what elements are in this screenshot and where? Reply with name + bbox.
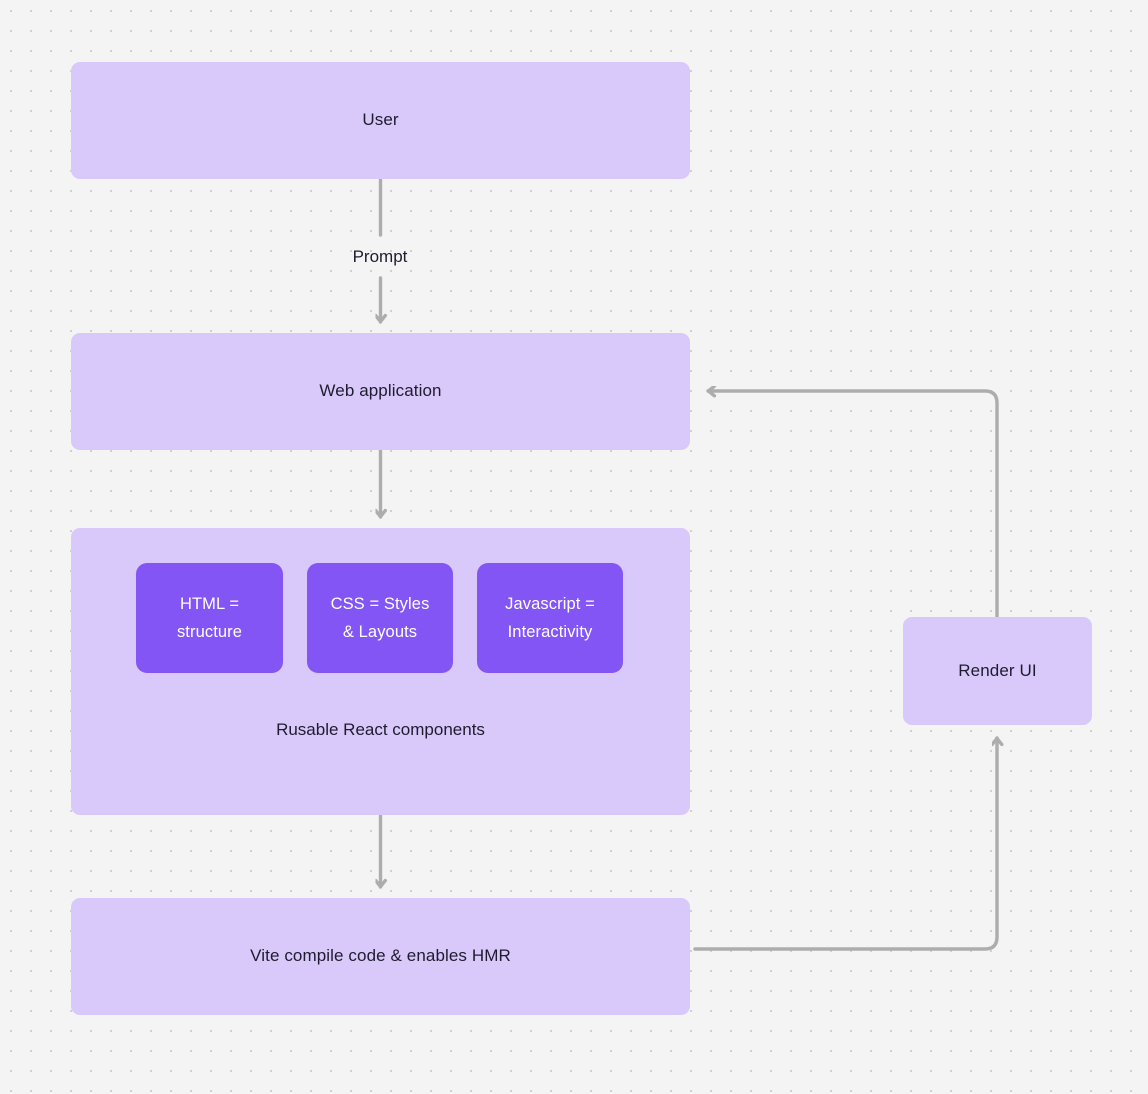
- node-html-structure-label: HTML = structure: [177, 590, 242, 647]
- edge-label-prompt-text: Prompt: [352, 247, 408, 266]
- node-javascript-line2: Interactivity: [507, 623, 593, 641]
- node-render-ui-label: Render UI: [958, 660, 1037, 680]
- node-css-styles-label: CSS = Styles & Layouts: [331, 590, 430, 647]
- node-html-structure[interactable]: HTML = structure: [136, 563, 283, 673]
- node-css-styles[interactable]: CSS = Styles & Layouts: [307, 563, 453, 673]
- edge-vite-to-render-ui: [693, 736, 997, 951]
- node-components-caption: Rusable React components: [71, 712, 690, 748]
- node-user[interactable]: User: [71, 62, 690, 179]
- node-vite-label: Vite compile code & enables HMR: [250, 946, 511, 966]
- node-vite[interactable]: Vite compile code & enables HMR: [71, 898, 690, 1015]
- node-javascript-line1: Javascript =: [505, 594, 595, 613]
- node-css-styles-line2: & Layouts: [342, 623, 418, 641]
- node-user-label: User: [362, 110, 399, 130]
- node-components-caption-text: Rusable React components: [276, 720, 485, 739]
- node-html-structure-line2: structure: [176, 623, 243, 641]
- edge-label-prompt[interactable]: Prompt: [330, 240, 430, 274]
- node-web-application-label: Web application: [319, 381, 442, 401]
- node-javascript-interactivity[interactable]: Javascript = Interactivity: [477, 563, 623, 673]
- node-web-application[interactable]: Web application: [71, 333, 690, 450]
- node-css-styles-line1: CSS = Styles: [330, 594, 430, 613]
- node-render-ui[interactable]: Render UI: [903, 617, 1092, 725]
- node-javascript-label: Javascript = Interactivity: [505, 590, 595, 647]
- edge-render-ui-to-web-application: [706, 391, 999, 619]
- node-html-structure-line1: HTML =: [179, 594, 240, 613]
